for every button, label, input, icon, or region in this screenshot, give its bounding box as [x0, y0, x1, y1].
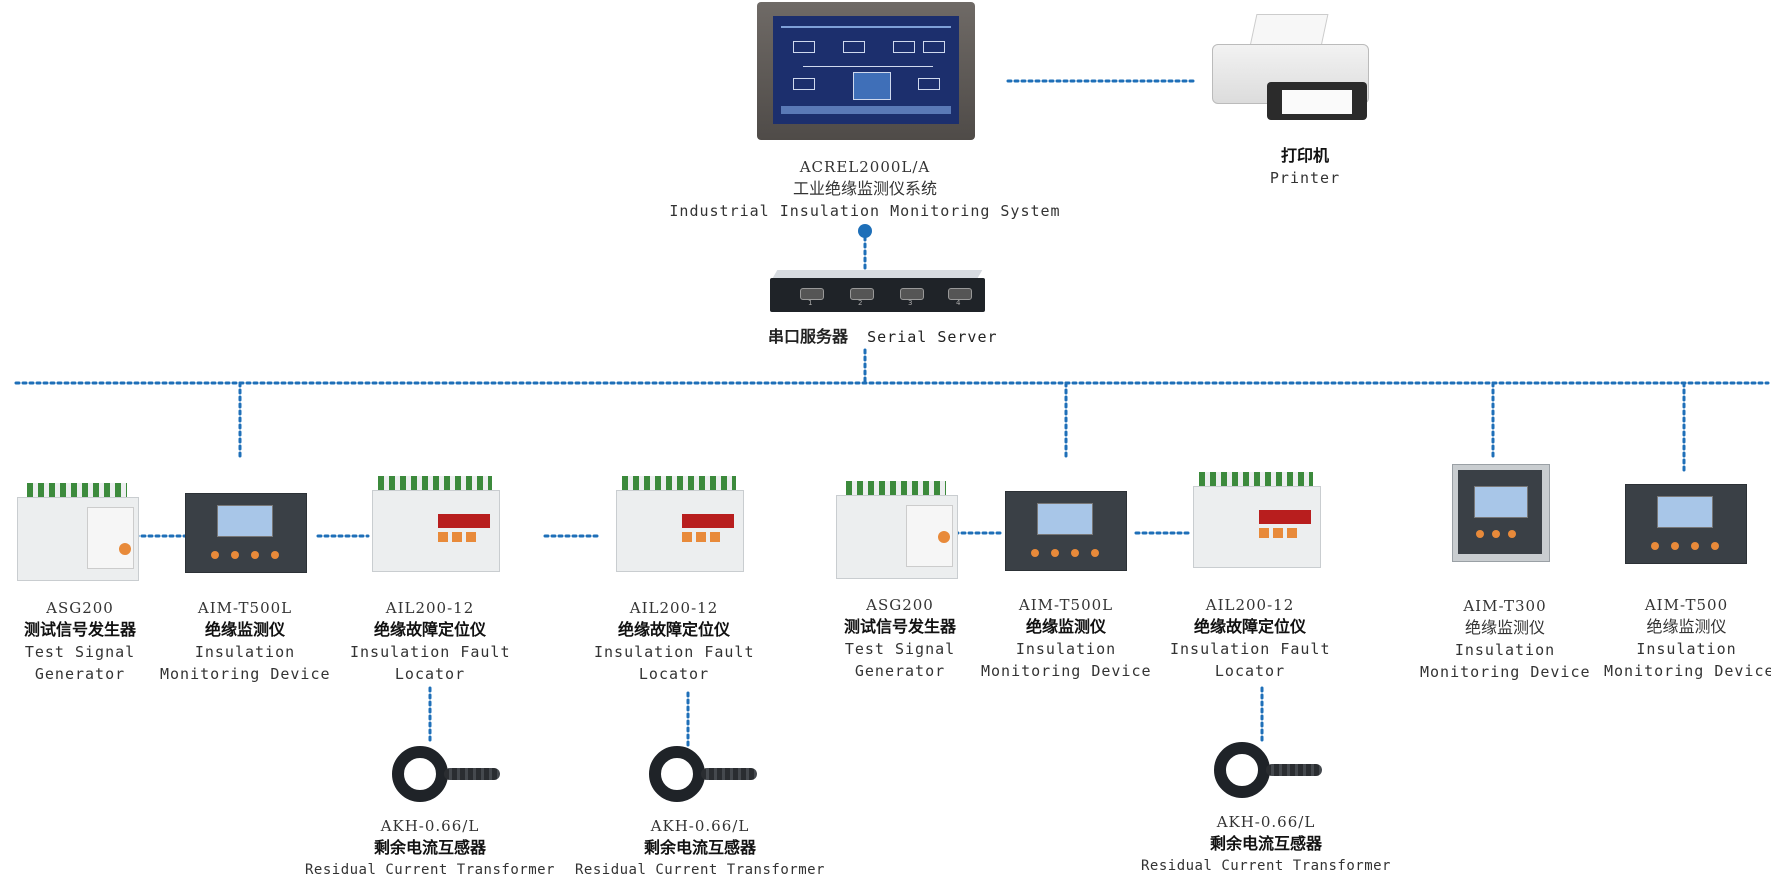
- device-model: AIM-T300: [1463, 597, 1547, 615]
- printer-name-cn: 打印机: [1280, 146, 1329, 165]
- ct-name-cn: 剩余电流互感器: [643, 838, 756, 857]
- serial-server-name-cn: 串口服务器: [768, 327, 849, 346]
- ct-name-en: Residual Current Transformer: [574, 862, 825, 878]
- device-asg200-2: [836, 481, 958, 579]
- device-name-cn: 绝缘故障定位仪: [373, 620, 486, 639]
- device-label-7: AIL200-12 绝缘故障定位仪 Insulation Fault Locat…: [1170, 594, 1330, 682]
- device-label-8: AIM-T300 绝缘监测仪 Insulation Monitoring Dev…: [1420, 595, 1590, 683]
- device-name-en-1: Test Signal: [24, 643, 136, 661]
- ct-label-2: AKH-0.66/L 剩余电流互感器 Residual Current Tran…: [566, 815, 834, 881]
- serial-server-name-en: Serial Server: [867, 328, 998, 346]
- system-name-cn: 工业绝缘监测仪系统: [792, 179, 937, 198]
- device-ail200-3: [1193, 472, 1321, 568]
- device-label-9: AIM-T500 绝缘监测仪 Insulation Monitoring Dev…: [1604, 594, 1771, 682]
- device-model: AIM-T500L: [197, 599, 293, 617]
- device-name-cn: 绝缘监测仪: [204, 620, 285, 639]
- device-label-2: AIM-T500L 绝缘监测仪 Insulation Monitoring De…: [160, 597, 330, 685]
- device-label-4: AIL200-12 绝缘故障定位仪 Insulation Fault Locat…: [594, 597, 754, 685]
- device-ail200-2: [616, 476, 744, 572]
- device-name-en-1: Insulation: [1636, 640, 1737, 658]
- device-model: AIL200-12: [385, 599, 475, 617]
- device-name-en-2: Monitoring Device: [1604, 662, 1771, 680]
- ct-label-3: AKH-0.66/L 剩余电流互感器 Residual Current Tran…: [1132, 811, 1400, 877]
- device-model: ASG200: [46, 599, 114, 617]
- device-name-cn: 测试信号发生器: [23, 620, 136, 639]
- device-name-cn: 测试信号发生器: [843, 617, 956, 636]
- device-name-cn: 绝缘故障定位仪: [1193, 617, 1306, 636]
- device-name-en-2: Locator: [638, 665, 710, 683]
- system-monitor: [757, 2, 975, 140]
- printer-icon: [1212, 14, 1372, 124]
- ct-model: AKH-0.66/L: [1216, 813, 1316, 831]
- device-model: AIM-T500: [1644, 596, 1729, 614]
- device-model: AIM-T500L: [1018, 596, 1114, 614]
- device-name-en-1: Test Signal: [844, 640, 956, 658]
- ct-ring-icon-1: [390, 742, 505, 804]
- device-name-cn: 绝缘监测仪: [1025, 617, 1106, 636]
- device-aim-t300: [1452, 464, 1550, 562]
- ct-label-1: AKH-0.66/L 剩余电流互感器 Residual Current Tran…: [296, 815, 564, 881]
- port-label-2: 2: [858, 299, 863, 307]
- device-name-cn: 绝缘故障定位仪: [617, 620, 730, 639]
- printer-name-en: Printer: [1269, 169, 1341, 187]
- device-name-en-1: Insulation Fault: [594, 643, 755, 661]
- device-name-en-2: Monitoring Device: [160, 665, 331, 683]
- device-aim-t500l-1: [185, 493, 307, 573]
- device-name-cn: 绝缘监测仪: [1646, 617, 1727, 636]
- device-name-cn: 绝缘监测仪: [1464, 618, 1545, 637]
- device-name-en-1: Insulation: [1454, 641, 1556, 659]
- ct-model: AKH-0.66/L: [650, 817, 750, 835]
- device-name-en-2: Monitoring Device: [981, 662, 1152, 680]
- ct-name-cn: 剩余电流互感器: [373, 838, 486, 857]
- device-model: AIL200-12: [1205, 596, 1295, 614]
- device-name-en-2: Monitoring Device: [1420, 663, 1591, 681]
- device-ail200-1: [372, 476, 500, 572]
- ct-name-en: Residual Current Transformer: [304, 862, 555, 878]
- device-name-en-1: Insulation: [194, 643, 296, 661]
- system-model: ACREL2000L/A: [799, 158, 931, 176]
- system-label: ACREL2000L/A 工业绝缘监测仪系统 Industrial Insula…: [665, 156, 1065, 222]
- port-label-3: 3: [908, 299, 913, 307]
- ct-model: AKH-0.66/L: [380, 817, 480, 835]
- serial-server-icon: 1 2 3 4: [770, 270, 985, 312]
- ct-name-cn: 剩余电流互感器: [1209, 834, 1322, 853]
- ct-name-en: Residual Current Transformer: [1140, 858, 1391, 874]
- device-label-1: ASG200 测试信号发生器 Test Signal Generator: [2, 597, 158, 685]
- device-name-en-2: Locator: [1214, 662, 1286, 680]
- port-label-1: 1: [808, 299, 813, 307]
- device-aim-t500: [1625, 484, 1747, 564]
- device-asg200-1: [17, 483, 139, 581]
- ct-ring-icon-3: [1212, 738, 1327, 800]
- ct-ring-icon-2: [647, 742, 762, 804]
- serial-server-label: 串口服务器 Serial Server: [768, 323, 998, 347]
- system-name-en: Industrial Insulation Monitoring System: [669, 202, 1061, 220]
- device-name-en-1: Insulation Fault: [1170, 640, 1331, 658]
- device-name-en-2: Generator: [854, 662, 946, 680]
- printer-label: 打印机 Printer: [1240, 145, 1370, 189]
- device-label-5: ASG200 测试信号发生器 Test Signal Generator: [822, 594, 978, 682]
- device-name-en-1: Insulation Fault: [350, 643, 511, 661]
- device-name-en-2: Generator: [34, 665, 126, 683]
- device-name-en-1: Insulation: [1015, 640, 1117, 658]
- device-model: ASG200: [866, 596, 934, 614]
- device-model: AIL200-12: [629, 599, 719, 617]
- device-label-3: AIL200-12 绝缘故障定位仪 Insulation Fault Locat…: [350, 597, 510, 685]
- connector-dot: [858, 224, 872, 238]
- device-aim-t500l-2: [1005, 491, 1127, 571]
- device-name-en-2: Locator: [394, 665, 466, 683]
- device-label-6: AIM-T500L 绝缘监测仪 Insulation Monitoring De…: [981, 594, 1151, 682]
- port-label-4: 4: [956, 299, 961, 307]
